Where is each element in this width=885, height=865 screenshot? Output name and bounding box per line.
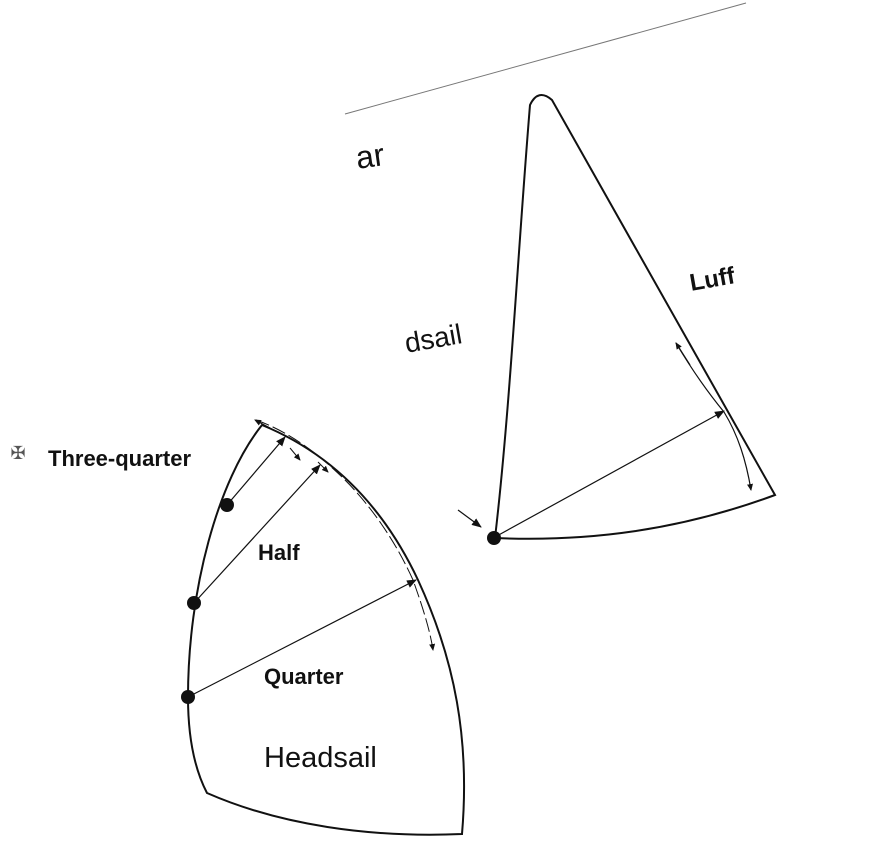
- crosshair-icon: ✠: [10, 443, 26, 463]
- guide-line: [344, 2, 747, 115]
- quarter-dot: [181, 690, 195, 704]
- upper-tangent-start: [675, 342, 691, 366]
- tick-top-a: [254, 419, 271, 429]
- tick-top-b: [289, 447, 301, 461]
- upper-sail-outline: [493, 94, 777, 540]
- label-three-quarter: Three-quarter: [48, 446, 192, 471]
- three-quarter-vector: [226, 436, 286, 506]
- label-ar-fragment: ar: [353, 136, 387, 176]
- half-dot: [187, 596, 201, 610]
- label-quarter: Quarter: [264, 664, 344, 689]
- half-vector: [193, 464, 321, 604]
- three-quarter-dot: [220, 498, 234, 512]
- tick-top-c: [317, 461, 329, 473]
- clew-pointer: [457, 509, 482, 528]
- quarter-vector: [187, 579, 417, 698]
- lower-tangent-curve: [255, 419, 436, 651]
- upper-clew-dot: [487, 531, 501, 545]
- label-half: Half: [258, 540, 300, 565]
- label-headsail: Headsail: [264, 742, 377, 774]
- lower-sail-outline: [186, 423, 466, 836]
- upper-vector: [494, 410, 725, 538]
